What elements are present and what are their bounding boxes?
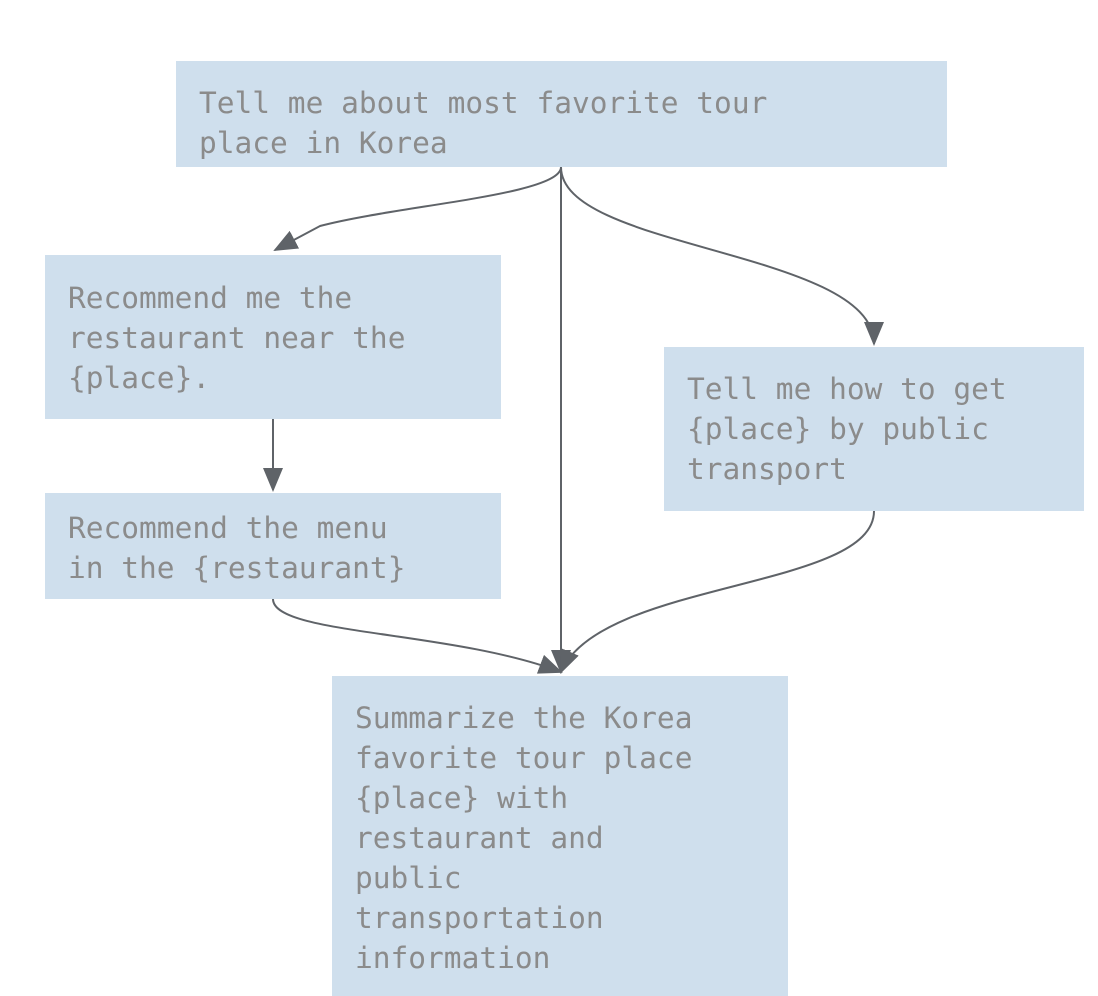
edge-tour-to-restaurant: [273, 166, 562, 251]
edge-menu-to-summary: [272, 598, 563, 674]
node-restaurant: Recommend me the restaurant near the {pl…: [45, 255, 501, 419]
edge-tour-to-transport: [560, 166, 884, 346]
node-menu: Recommend the menu in the {restaurant}: [45, 493, 501, 599]
node-tour-place: Tell me about most favorite tour place i…: [176, 61, 947, 167]
edge-transport-to-summary: [560, 510, 875, 674]
node-transport: Tell me how to get {place} by public tra…: [664, 347, 1084, 511]
node-summary: Summarize the Korea favorite tour place …: [332, 676, 788, 996]
